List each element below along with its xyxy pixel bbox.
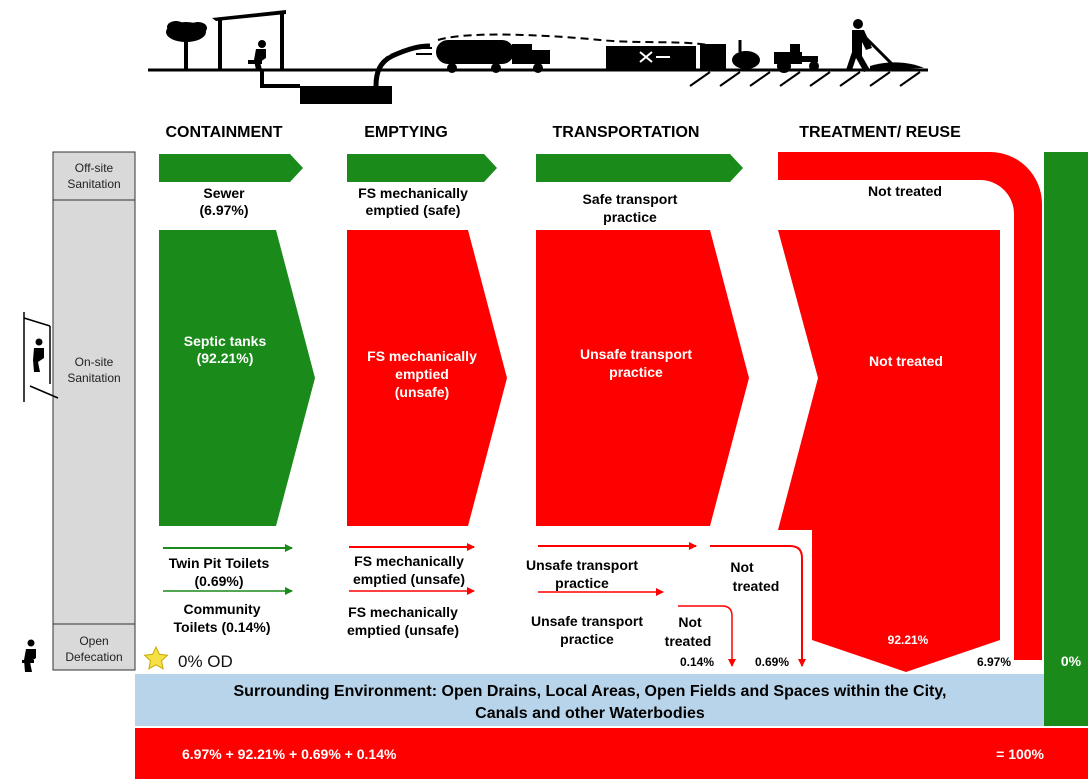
transport-b-label-2: practice xyxy=(560,631,614,647)
not-treated-a-arrow xyxy=(710,545,806,667)
not-treated-b-arrow xyxy=(678,605,736,667)
not-treated-b-label-1: Not xyxy=(678,614,702,630)
emptied-a-label-1: FS mechanically xyxy=(354,553,464,569)
unsafe-emptying-arrow xyxy=(347,230,507,526)
environment-label-1: Surrounding Environment: Open Drains, Lo… xyxy=(234,683,947,700)
unsafe-transport-label-2: practice xyxy=(609,364,663,380)
stage-header-transportation: TRANSPORTATION xyxy=(553,124,700,141)
unsafe-transport-label-1: Unsafe transport xyxy=(580,346,692,362)
tractor-icon xyxy=(774,44,819,73)
not-treated-a-label-1: Not xyxy=(730,559,754,575)
unsafe-emptying-label-3: (unsafe) xyxy=(395,384,449,400)
row-label-column: Off-site Sanitation On-site Sanitation O… xyxy=(52,151,136,671)
tree-icon xyxy=(166,21,207,70)
safe-transport-label-1: Safe transport xyxy=(583,191,678,207)
row-label-onsite-2: Sanitation xyxy=(67,371,120,385)
safe-transport-arrow xyxy=(536,154,743,182)
open-defecation-label: 0% OD xyxy=(178,652,233,671)
septic-tank-label-1: Septic tanks xyxy=(184,333,267,349)
onsite-not-treated-flow xyxy=(778,230,1000,672)
sewer-label-2: (6.97%) xyxy=(199,202,248,218)
emptied-b-label-2: emptied (unsafe) xyxy=(347,622,459,638)
offsite-value: 6.97% xyxy=(977,655,1011,669)
safe-transport-label-2: practice xyxy=(603,209,657,225)
septic-tank-label-2: (92.21%) xyxy=(197,350,254,366)
sum-total: = 100% xyxy=(996,746,1044,762)
unsafe-emptying-label-2: emptied xyxy=(395,366,449,382)
star-icon xyxy=(143,645,169,670)
not-treated-b-label-2: treated xyxy=(665,633,712,649)
offsite-not-treated-label: Not treated xyxy=(868,183,942,199)
stage-header-containment: CONTAINMENT xyxy=(165,124,282,141)
field-icon xyxy=(689,71,921,87)
value-a: 0.69% xyxy=(755,655,789,669)
transport-a-label-2: practice xyxy=(555,575,609,591)
open-defecation-person-icon xyxy=(22,639,36,672)
emptied-a-label-2: emptied (unsafe) xyxy=(353,571,465,587)
environment-band xyxy=(135,674,1044,726)
transport-b-label-1: Unsafe transport xyxy=(531,613,643,629)
tanker-truck-icon xyxy=(412,33,713,73)
safe-emptying-label-2: emptied (safe) xyxy=(366,202,461,218)
not-treated-a-label-2: treated xyxy=(733,578,780,594)
row-label-offsite-2: Sanitation xyxy=(67,177,120,191)
safely-managed-bar xyxy=(1044,152,1088,726)
twin-pit-label-1: Twin Pit Toilets xyxy=(169,555,270,571)
sum-expression: 6.97% + 92.21% + 0.69% + 0.14% xyxy=(182,746,397,762)
row-label-open-2: Defecation xyxy=(65,650,122,664)
stage-header-treatment: TREATMENT/ REUSE xyxy=(799,124,961,141)
onsite-value: 92.21% xyxy=(888,633,929,647)
sewer-label-1: Sewer xyxy=(203,185,245,201)
stage-header-emptying: EMPTYING xyxy=(364,124,448,141)
farmer-icon xyxy=(846,19,924,72)
environment-label-2: Canals and other Waterbodies xyxy=(475,705,705,722)
sanitation-chain-illustration xyxy=(148,10,928,104)
offsite-not-treated-flow xyxy=(778,152,1042,660)
safe-emptying-arrow xyxy=(347,154,497,182)
safely-managed-value: 0% xyxy=(1061,653,1082,669)
onsite-not-treated-label: Not treated xyxy=(869,353,943,369)
safe-emptying-label-1: FS mechanically xyxy=(358,185,468,201)
community-toilet-label-2: Toilets (0.14%) xyxy=(174,619,271,635)
emptied-b-label-1: FS mechanically xyxy=(348,604,458,620)
septic-tank-containment-arrow xyxy=(159,230,315,526)
pit-latrine-user-icon xyxy=(23,312,59,402)
value-b: 0.14% xyxy=(680,655,714,669)
community-toilet-label-1: Community xyxy=(184,601,261,617)
row-label-open-1: Open xyxy=(79,634,108,648)
twin-pit-label-2: (0.69%) xyxy=(194,573,243,589)
sewer-containment-arrow xyxy=(159,154,303,182)
transport-a-label-1: Unsafe transport xyxy=(526,557,638,573)
pit-icon xyxy=(260,43,431,104)
unsafe-emptying-label-1: FS mechanically xyxy=(367,348,477,364)
unsafe-transport-arrow xyxy=(536,230,749,526)
row-label-offsite-1: Off-site xyxy=(75,161,114,175)
unsafe-sum-bar xyxy=(135,728,1088,779)
toilet-shed-icon xyxy=(212,10,286,70)
row-label-onsite-1: On-site xyxy=(75,355,114,369)
treatment-plant-icon xyxy=(606,40,760,70)
